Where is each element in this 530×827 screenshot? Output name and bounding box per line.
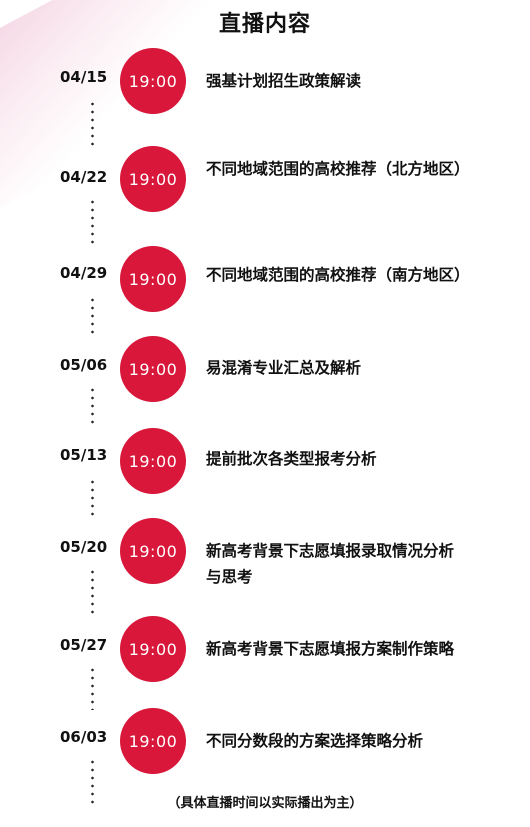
schedule-row: 06/03 19:00 不同分数段的方案选择策略分析: [0, 708, 530, 774]
session-time-badge: 19:00: [120, 48, 186, 114]
schedule-row: 05/27 19:00 新高考背景下志愿填报方案制作策略: [0, 616, 530, 682]
footnote: （具体直播时间以实际播出为主）: [167, 796, 363, 811]
session-topic: 易混淆专业汇总及解析: [206, 359, 362, 377]
timeline-dots: [91, 478, 94, 520]
session-time-badge: 19:00: [120, 246, 186, 312]
timeline-dots: [91, 666, 94, 710]
session-time-badge: 19:00: [120, 708, 186, 774]
timeline-dots: [91, 568, 94, 618]
session-date: 05/13: [60, 446, 108, 464]
session-date: 05/06: [60, 356, 108, 374]
session-topic: 不同地域范围的高校推荐（南方地区）: [206, 266, 470, 284]
timeline-dots: [91, 758, 94, 808]
timeline-dots: [91, 386, 94, 428]
session-topic: 新高考背景下志愿填报方案制作策略: [206, 640, 455, 658]
session-topic: 新高考背景下志愿填报录取情况分析与思考: [206, 542, 455, 586]
session-topic: 不同分数段的方案选择策略分析: [206, 732, 424, 750]
session-date: 04/22: [60, 168, 108, 186]
timeline-dots: [91, 100, 94, 146]
session-topic: 不同地域范围的高校推荐（北方地区）: [206, 160, 470, 178]
schedule-row: 04/22 19:00 不同地域范围的高校推荐（北方地区）: [0, 146, 530, 212]
timeline-dots: [91, 198, 94, 248]
session-topic: 提前批次各类型报考分析: [206, 450, 377, 468]
session-date: 04/15: [60, 68, 108, 86]
schedule-row: 04/29 19:00 不同地域范围的高校推荐（南方地区）: [0, 246, 530, 312]
session-topic: 强基计划招生政策解读: [206, 72, 362, 90]
session-date: 04/29: [60, 264, 108, 282]
schedule-row: 04/15 19:00 强基计划招生政策解读: [0, 48, 530, 114]
session-time-badge: 19:00: [120, 428, 186, 494]
schedule-row: 05/13 19:00 提前批次各类型报考分析: [0, 428, 530, 494]
session-date: 05/20: [60, 538, 108, 556]
schedule-row: 05/06 19:00 易混淆专业汇总及解析: [0, 336, 530, 402]
session-time-badge: 19:00: [120, 616, 186, 682]
schedule-row: 05/20 19:00 新高考背景下志愿填报录取情况分析与思考: [0, 518, 530, 586]
timeline-dots: [91, 296, 94, 338]
page-title: 直播内容: [218, 12, 311, 37]
session-time-badge: 19:00: [120, 336, 186, 402]
session-date: 05/27: [60, 636, 108, 654]
session-time-badge: 19:00: [120, 518, 186, 584]
session-date: 06/03: [60, 728, 108, 746]
session-time-badge: 19:00: [120, 146, 186, 212]
